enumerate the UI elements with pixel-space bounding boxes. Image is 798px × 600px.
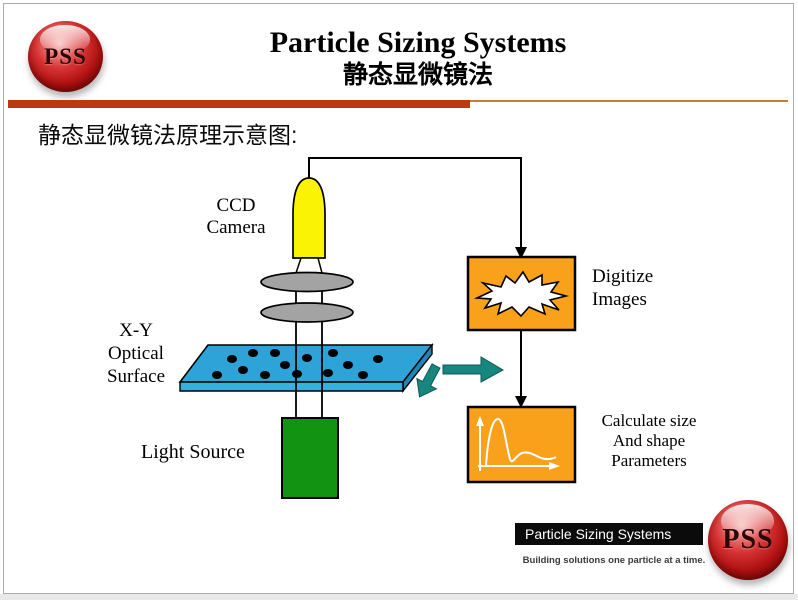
connector-camera-to-digitize	[308, 157, 522, 249]
accent-bar	[8, 100, 470, 108]
label-line: Calculate size	[601, 411, 697, 430]
label-digitize-images: Digitize Images	[592, 265, 682, 311]
particle-dot	[328, 349, 338, 357]
label-calculate-parameters: Calculate size And shape Parameters	[590, 411, 708, 471]
particle-dot	[212, 371, 222, 379]
label-line: And shape	[612, 431, 686, 450]
curve-line	[485, 417, 557, 466]
slide-header: Particle Sizing Systems 静态显微镜法	[98, 26, 738, 90]
window-bottom-edge	[0, 594, 798, 600]
label-line: X-Y	[119, 320, 153, 341]
slide-subtitle: 静态显微镜法	[342, 61, 493, 89]
logo-text: PSS	[722, 524, 774, 555]
footer-banner: Particle Sizing Systems	[515, 523, 703, 545]
particle-dot	[248, 349, 258, 357]
particle-dot	[292, 370, 302, 378]
slide-title: Particle Sizing Systems	[269, 26, 567, 59]
label-line: CCD	[216, 195, 256, 216]
arrowhead-into-digitize	[515, 247, 527, 259]
label-light-source: Light Source	[141, 441, 245, 463]
pss-logo-top-left: PSS	[28, 21, 103, 92]
accent-thin-line	[470, 100, 788, 102]
pss-logo-bottom-right: PSS	[708, 500, 788, 580]
ccd-camera-shape	[292, 177, 326, 259]
curve-x-arrowhead	[549, 462, 560, 470]
particle-dot	[280, 361, 290, 369]
particle-dot	[238, 366, 248, 374]
footer-tagline: Building solutions one particle at a tim…	[522, 555, 706, 566]
optical-surface-front-edge	[179, 381, 404, 392]
camera-funnel-shape	[294, 257, 323, 274]
particle-dot	[227, 355, 237, 363]
label-line: Camera	[206, 217, 266, 238]
particle-dot	[373, 355, 383, 363]
label-line: Parameters	[611, 451, 687, 470]
label-line: Images	[592, 289, 647, 310]
particle-dot	[343, 361, 353, 369]
logo-gloss-highlight	[40, 24, 90, 55]
particle-dot	[323, 369, 333, 377]
label-line: Surface	[106, 366, 166, 387]
label-line: Optical	[108, 343, 164, 364]
distribution-curve-icon	[476, 416, 560, 471]
logo-gloss-highlight	[720, 504, 774, 538]
particle-dot	[260, 371, 270, 379]
curve-y-arrowhead	[476, 416, 484, 426]
label-xy-optical-surface: X-Y Optical Surface	[88, 319, 184, 388]
label-ccd-camera: CCD Camera	[186, 195, 286, 239]
light-source-box	[281, 417, 339, 499]
calculate-box	[466, 405, 577, 484]
teal-arrow-right-icon	[442, 356, 505, 383]
arrowhead-into-calculate	[515, 396, 527, 408]
particle-dot	[302, 354, 312, 362]
label-line: Digitize	[592, 266, 654, 287]
lens-upper	[260, 271, 354, 293]
teal-arrow-down-left-icon	[416, 363, 441, 398]
starburst-icon	[473, 270, 570, 318]
particle-dot	[358, 371, 368, 379]
particle-dot	[270, 349, 280, 357]
particle-dots	[212, 349, 383, 379]
logo-text: PSS	[44, 43, 87, 69]
lens-lower	[260, 302, 354, 323]
section-heading: 静态显微镜法原理示意图:	[38, 122, 298, 148]
